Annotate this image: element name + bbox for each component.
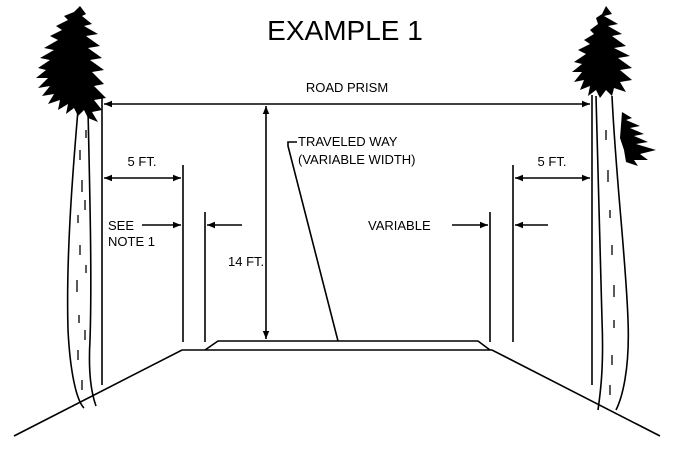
diagram-title: EXAMPLE 1	[267, 15, 423, 46]
see-note-label-line2: NOTE 1	[108, 234, 155, 249]
ground-line	[13, 349, 661, 437]
left-clearance-label: 5 FT.	[128, 154, 157, 169]
right-clearance-label: 5 FT.	[538, 154, 567, 169]
traveled-way-surface	[204, 340, 491, 351]
traveled-way-label-line2: (VARIABLE WIDTH)	[298, 152, 416, 167]
traveled-way-leader	[287, 141, 339, 342]
traveled-way-label-line1: TRAVELED WAY	[298, 134, 398, 149]
see-note-label-line1: SEE	[108, 218, 134, 233]
left-tree-icon	[36, 6, 106, 409]
road-prism-label: ROAD PRISM	[306, 80, 388, 95]
height-label: 14 FT.	[228, 254, 264, 269]
right-tree-icon	[572, 6, 656, 411]
variable-label: VARIABLE	[368, 218, 431, 233]
